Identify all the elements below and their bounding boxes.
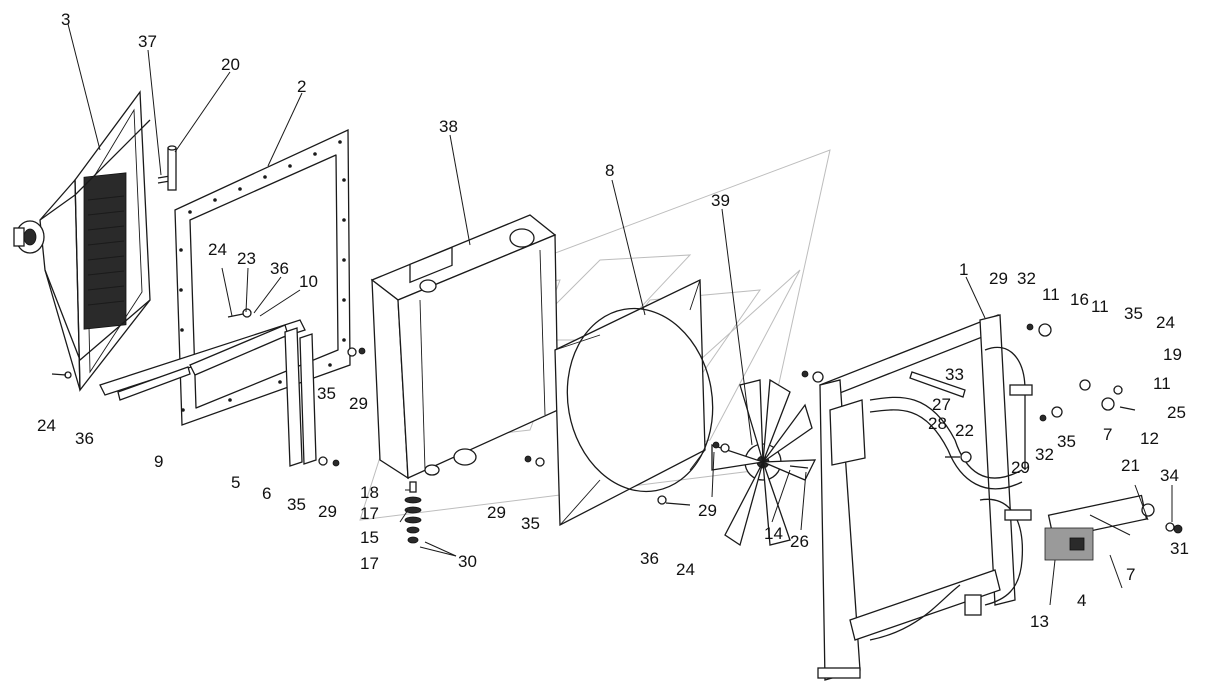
callout-label: 29 — [989, 269, 1008, 288]
strap-part-33 — [909, 371, 966, 398]
callout-label: 2 — [297, 77, 306, 96]
leader-lines — [67, 23, 1173, 606]
callout-label: 29 — [349, 394, 368, 413]
callout-label: 29 — [487, 503, 506, 522]
callout-label: 11 — [1042, 285, 1060, 304]
callout-label: 7 — [1126, 565, 1135, 584]
drain-stack — [404, 481, 422, 544]
callout-label: 30 — [458, 552, 477, 571]
callout-label: 24 — [208, 240, 227, 259]
callout-label: 8 — [605, 161, 614, 180]
callout-label: 25 — [1167, 403, 1186, 422]
callout-label: 19 — [1163, 345, 1182, 364]
actuator-part-4 — [1044, 494, 1155, 561]
bracket-part-5 — [284, 327, 303, 467]
callout-label: 23 — [237, 249, 256, 268]
callout-label: 35 — [1124, 304, 1143, 323]
callout-label: 4 — [1077, 591, 1086, 610]
callout-label: 35 — [521, 514, 540, 533]
oil-cooler-assembly — [13, 90, 151, 392]
fan-part-39 — [711, 378, 817, 547]
callout-label: 24 — [1156, 313, 1175, 332]
tube-part-20 — [167, 145, 177, 191]
callout-label: 6 — [262, 484, 271, 503]
bracket-part-6 — [299, 333, 317, 465]
callout-label: 13 — [1030, 612, 1049, 631]
callout-label: 24 — [676, 560, 695, 579]
fasteners — [51, 308, 1183, 534]
callout-label: 1 — [959, 260, 968, 279]
radiator-part-38 — [370, 214, 559, 480]
fan-shroud-part-8 — [554, 278, 714, 527]
callout-label: 35 — [287, 495, 306, 514]
callout-label: 31 — [1170, 539, 1189, 558]
callout-label: 29 — [318, 502, 337, 521]
callout-label: 17 — [360, 554, 379, 573]
callout-label: 18 — [360, 483, 379, 502]
callout-label: 15 — [360, 528, 379, 547]
callout-label: 24 — [37, 416, 56, 435]
callout-label: 32 — [1035, 445, 1054, 464]
callout-label: 32 — [1017, 269, 1036, 288]
callout-label: 28 — [928, 414, 947, 433]
callout-label: 22 — [955, 421, 974, 440]
callout-label: 10 — [299, 272, 318, 291]
callout-label: 34 — [1160, 466, 1179, 485]
callout-label: 29 — [698, 501, 717, 520]
callout-label: 12 — [1140, 429, 1159, 448]
callout-label: 39 — [711, 191, 730, 210]
callout-label: 26 — [790, 532, 809, 551]
callout-label: 36 — [75, 429, 94, 448]
callout-label: 38 — [439, 117, 458, 136]
callout-label: 33 — [945, 365, 964, 384]
callout-label: 11 — [1091, 297, 1109, 316]
main-frame-part-1 — [817, 314, 1033, 681]
frame-part-2 — [174, 128, 351, 426]
callout-label: 35 — [317, 384, 336, 403]
callout-label: 14 — [764, 524, 783, 543]
callout-label: 37 — [138, 32, 157, 51]
callout-label: 35 — [1057, 432, 1076, 451]
callout-label: 20 — [221, 55, 240, 74]
callout-labels: 3 37 20 2 38 8 39 1 29 32 11 16 11 35 24… — [37, 10, 1189, 631]
callout-label: 21 — [1121, 456, 1140, 475]
callout-label: 36 — [640, 549, 659, 568]
callout-label: 7 — [1103, 425, 1112, 444]
callout-label: 11 — [1153, 374, 1171, 393]
callout-label: 17 — [360, 504, 379, 523]
callout-label: 5 — [231, 473, 240, 492]
callout-label: 36 — [270, 259, 289, 278]
callout-label: 16 — [1070, 290, 1089, 309]
callout-label: 3 — [61, 10, 70, 29]
callout-label: 27 — [932, 395, 951, 414]
callout-label: 29 — [1011, 458, 1030, 477]
callout-label: 9 — [154, 452, 163, 471]
